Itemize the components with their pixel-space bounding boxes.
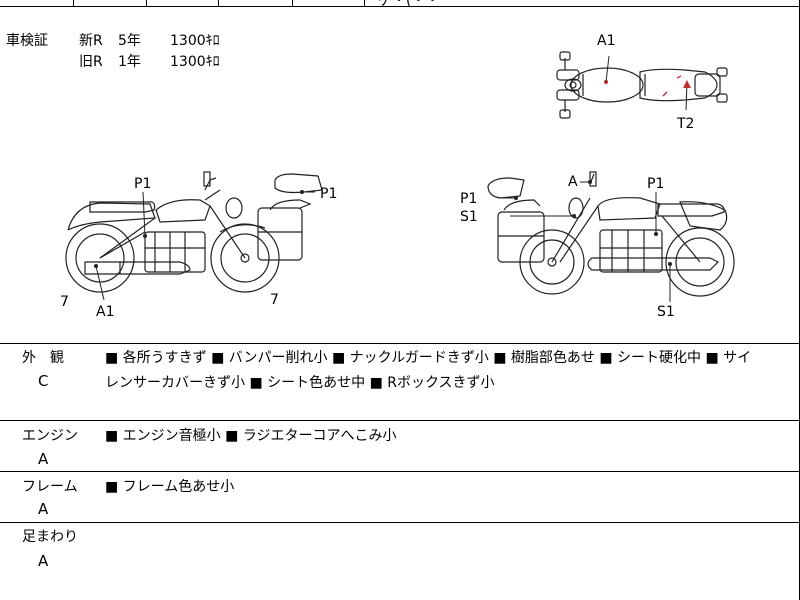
motorcycle-left-view	[65, 171, 323, 301]
inspection-new-years: 5年	[118, 33, 141, 49]
top-view-label-a1: A1	[597, 33, 616, 49]
section-grade-suspension: A	[38, 552, 49, 570]
right-view-label-p1-box: P1	[460, 191, 478, 207]
table-divider	[73, 0, 74, 6]
inspection-old-value: 1300ｷﾛ	[170, 54, 220, 70]
section-grade-frame: A	[38, 500, 49, 518]
divider-frame	[0, 471, 800, 472]
section-title-suspension: 足まわり	[22, 529, 78, 545]
inspection-label: 車検証	[6, 33, 48, 49]
divider-engine	[0, 420, 800, 421]
table-divider	[146, 0, 147, 6]
section-title-engine: エンジン	[22, 428, 78, 444]
right-view-label-p1: P1	[647, 176, 665, 192]
table-divider	[364, 0, 365, 6]
section-grade-engine: A	[38, 450, 49, 468]
left-view-label-7-left: 7	[60, 294, 69, 310]
inspection-new-kind: 新R	[79, 33, 103, 49]
top-view-label-t2: T2	[677, 116, 695, 132]
table-divider	[292, 0, 293, 6]
table-divider	[218, 0, 219, 6]
top-partial-text: ゲ・(・・	[378, 0, 440, 9]
section-title-exterior: 外 観	[22, 350, 64, 366]
motorcycle-top-view	[556, 51, 728, 119]
right-view-label-a: A	[568, 174, 578, 190]
inspection-old-years: 1年	[118, 54, 141, 70]
section-grade-exterior: C	[38, 372, 49, 390]
left-view-label-p1-frame: P1	[134, 176, 152, 192]
motorcycle-right-view	[487, 171, 735, 302]
section-title-frame: フレーム	[22, 479, 78, 495]
inspection-old-kind: 旧R	[79, 54, 103, 70]
left-view-label-7-right: 7	[270, 292, 279, 308]
divider-suspension	[0, 522, 800, 523]
section-notes-frame-line1: ■ フレーム色あせ小	[105, 479, 235, 495]
section-notes-engine-line1: ■ エンジン音極小 ■ ラジエターコアへこみ小	[105, 428, 397, 444]
left-view-label-p1-box: P1	[320, 186, 338, 202]
section-notes-exterior-line1: ■ 各所うすきず ■ バンパー削れ小 ■ ナックルガードきず小 ■ 樹脂部色あせ…	[105, 350, 752, 366]
inspection-new-value: 1300ｷﾛ	[170, 33, 220, 49]
section-notes-exterior-line2: レンサーカバーきず小 ■ シート色あせ中 ■ Rボックスきず小	[105, 375, 495, 391]
sheet-frame	[0, 6, 800, 600]
right-view-label-s1-box: S1	[460, 209, 478, 225]
right-view-label-s1: S1	[657, 304, 675, 320]
left-view-label-a1: A1	[96, 304, 115, 320]
divider-exterior	[0, 343, 800, 344]
